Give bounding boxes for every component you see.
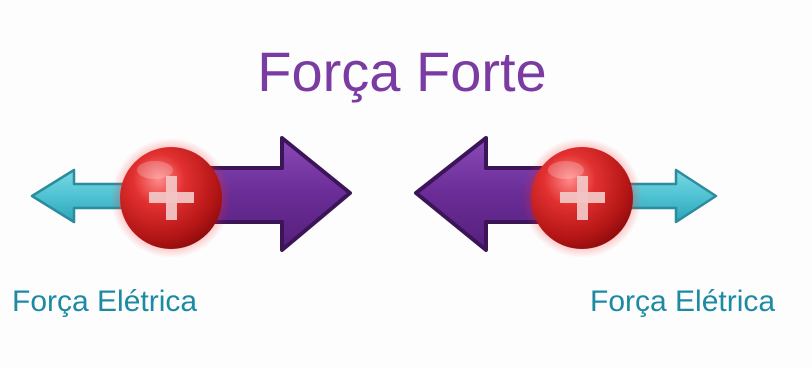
plus-icon xyxy=(149,176,194,220)
plus-icon xyxy=(560,176,605,220)
left-electric-force-label: Força Elétrica xyxy=(12,285,198,318)
right-proton xyxy=(522,138,642,258)
left-proton xyxy=(111,138,231,258)
diagram-title: Força Forte xyxy=(257,40,547,103)
right-electric-force-label: Força Elétrica xyxy=(590,285,776,318)
left-strong-force-arrow xyxy=(208,136,352,252)
